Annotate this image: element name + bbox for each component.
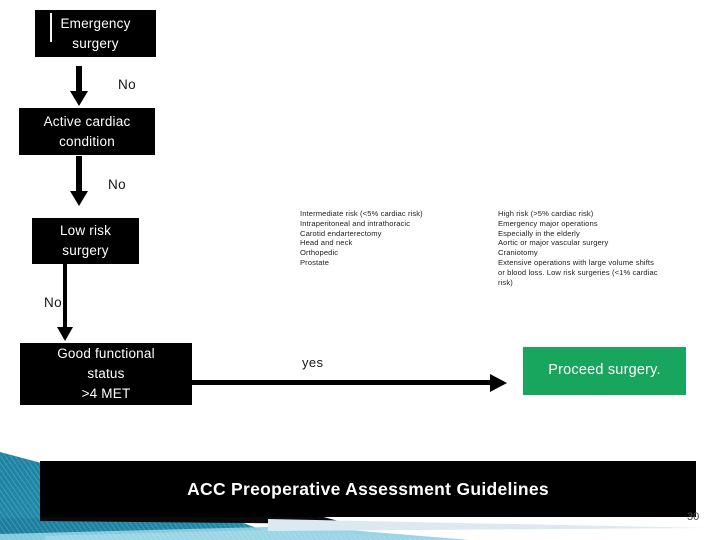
flow-node-emergency-surgery: Emergency surgery bbox=[35, 10, 156, 57]
arrow-head-down-icon bbox=[57, 327, 73, 341]
flow-node-active-cardiac-condition: Active cardiac condition bbox=[19, 108, 155, 155]
edge-label-no-1: No bbox=[118, 77, 137, 92]
arrow-head-right-icon bbox=[490, 374, 507, 392]
flow-node-emergency-surgery-label: Emergency surgery bbox=[60, 15, 131, 51]
arrow-shaft-good-to-proceed bbox=[192, 380, 491, 385]
arrow-head-down-icon bbox=[70, 91, 88, 106]
flow-node-proceed-surgery-label: Proceed surgery. bbox=[548, 362, 661, 379]
edge-label-no-2: No bbox=[108, 177, 127, 192]
arrow-shaft-emergency-to-active bbox=[76, 66, 82, 92]
text-cursor-line bbox=[50, 13, 52, 42]
edge-label-yes: yes bbox=[302, 355, 324, 370]
arrow-shaft-active-to-lowrisk bbox=[76, 156, 82, 192]
slide-title: ACC Preoperative Assessment Guidelines bbox=[187, 478, 549, 499]
flow-node-low-risk-surgery-label: Low risk surgery bbox=[59, 223, 112, 258]
flow-node-low-risk-surgery: Low risk surgery bbox=[32, 218, 139, 264]
flow-node-good-functional-status: Good functional status >4 MET bbox=[20, 343, 192, 405]
annotation-intermediate-risk-list: Intermediate risk (<5% cardiac risk) Int… bbox=[300, 209, 423, 267]
edge-label-no-3: No bbox=[44, 295, 63, 310]
flow-node-proceed-surgery: Proceed surgery. bbox=[523, 347, 686, 395]
flow-node-active-cardiac-condition-label: Active cardiac condition bbox=[43, 113, 131, 149]
flow-node-good-functional-status-label: Good functional status >4 MET bbox=[57, 345, 155, 402]
arrow-head-down-icon bbox=[70, 191, 88, 206]
footer-title-bar: ACC Preoperative Assessment Guidelines bbox=[40, 461, 696, 517]
arrow-shaft-lowrisk-to-good bbox=[63, 264, 67, 328]
page-number: 30 bbox=[687, 511, 700, 523]
annotation-high-risk-list: High risk (>5% cardiac risk) Emergency m… bbox=[498, 209, 658, 287]
